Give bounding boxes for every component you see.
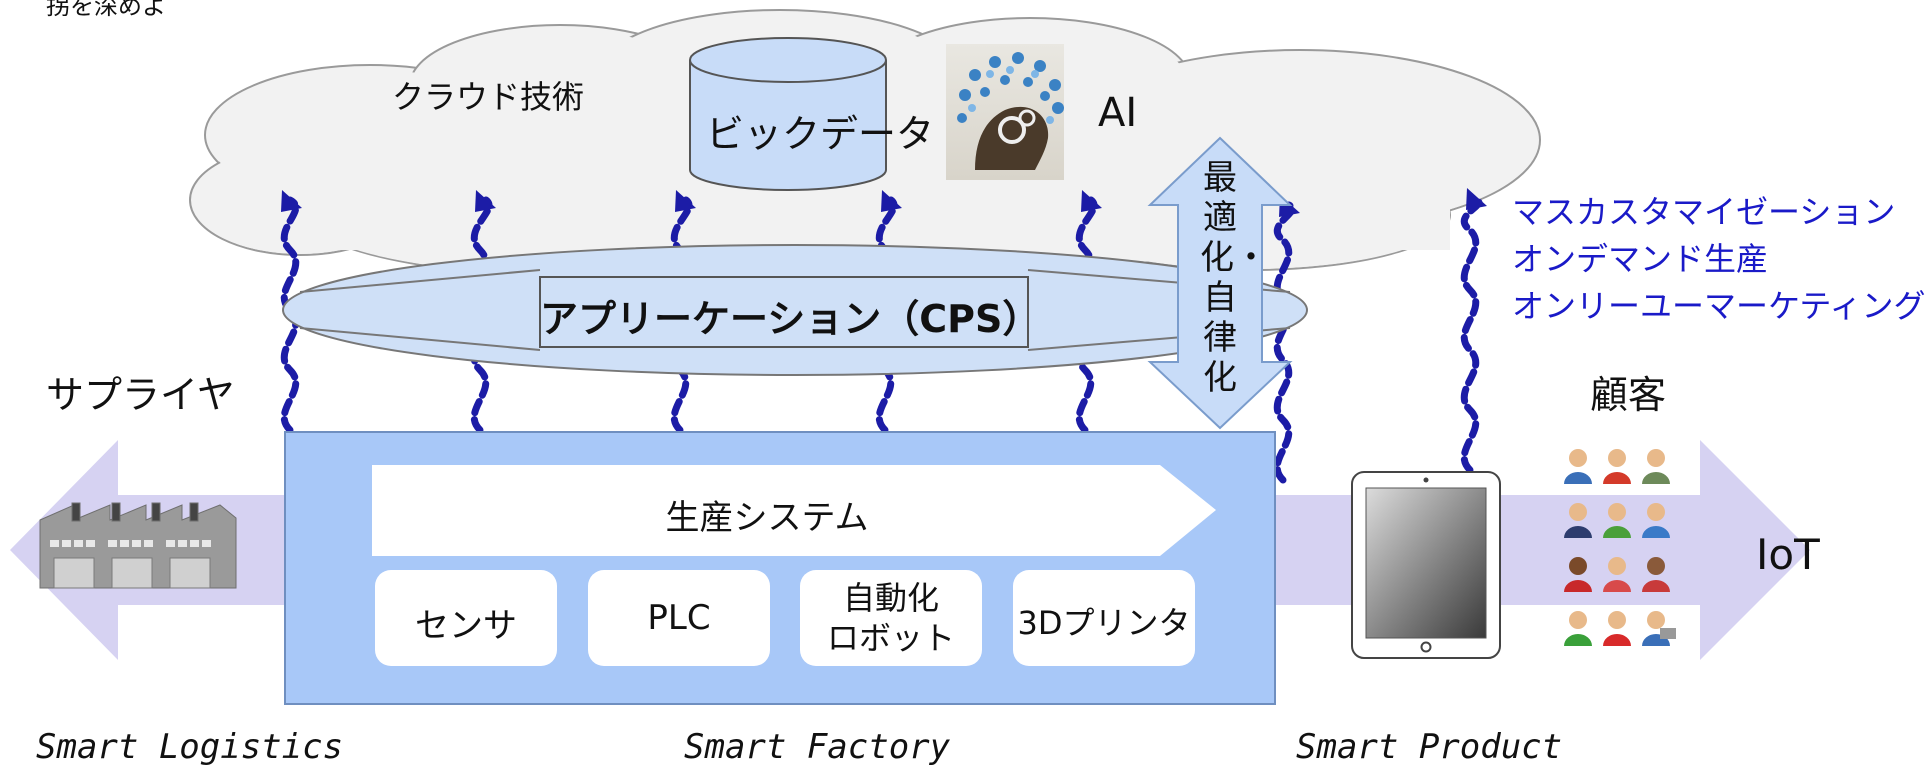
person-icon xyxy=(1603,503,1631,538)
person-icon xyxy=(1564,611,1592,646)
benefit-line-2: オンデマンド生産 xyxy=(1512,240,1769,278)
factory-buildings-icon xyxy=(39,502,237,589)
person-icon xyxy=(1642,503,1670,538)
person-icon xyxy=(1603,449,1631,484)
person-icon xyxy=(1642,449,1670,484)
smart-product-label: Smart Product xyxy=(1296,727,1563,767)
top-cutoff-text: 拐を深めよ xyxy=(46,0,166,20)
person-icon xyxy=(1564,557,1592,592)
component-box-3dprinter xyxy=(1013,570,1195,666)
person-icon xyxy=(1642,611,1676,646)
benefit-line-1: マスカスタマイゼーション xyxy=(1512,193,1896,231)
wavy-arrow xyxy=(1460,194,1483,474)
optimization-double-arrow xyxy=(1147,136,1293,430)
customers-people-icon xyxy=(1564,449,1676,646)
application-box xyxy=(539,276,1029,348)
optimization-label: 最適化・自律化 xyxy=(1200,158,1268,398)
application-label: アプリーケーション（CPS） xyxy=(540,297,1041,341)
person-icon xyxy=(1642,557,1670,592)
component-label-3dprinter: 3Dプリンタ xyxy=(1017,604,1191,642)
person-icon xyxy=(1603,611,1631,646)
iot-label: IoT xyxy=(1756,530,1820,579)
component-box-plc xyxy=(588,570,770,666)
production-system-label: 生産システム xyxy=(665,498,869,538)
smart-factory-label: Smart Factory xyxy=(684,727,951,767)
component-label-robot: 自動化 ロボット xyxy=(826,579,955,657)
ai-label: AI xyxy=(1098,90,1138,136)
component-label-sensor: センサ xyxy=(415,606,517,646)
application-ellipse xyxy=(282,244,1308,376)
tablet-icon xyxy=(1351,471,1501,659)
smart-logistics-label: Smart Logistics xyxy=(36,727,344,767)
customer-label: 顧客 xyxy=(1590,373,1667,417)
bigdata-label: ビックデータ xyxy=(706,112,935,156)
component-box-robot xyxy=(800,570,982,666)
production-system-arrow xyxy=(372,465,1216,556)
person-icon xyxy=(1564,449,1592,484)
component-box-sensor xyxy=(375,570,557,666)
benefit-line-3: オンリーユーマーケティング xyxy=(1512,287,1926,325)
person-icon xyxy=(1603,557,1631,592)
cloud-tech-label: クラウド技術 xyxy=(392,78,585,116)
supplier-label: サプライヤ xyxy=(46,373,235,417)
component-boxes xyxy=(375,570,1195,666)
person-icon xyxy=(1564,503,1592,538)
wavy-arrow xyxy=(1273,201,1296,484)
database-cylinder-icon xyxy=(689,37,887,191)
component-label-plc: PLC xyxy=(647,598,711,638)
ai-brain-icon xyxy=(946,44,1064,180)
